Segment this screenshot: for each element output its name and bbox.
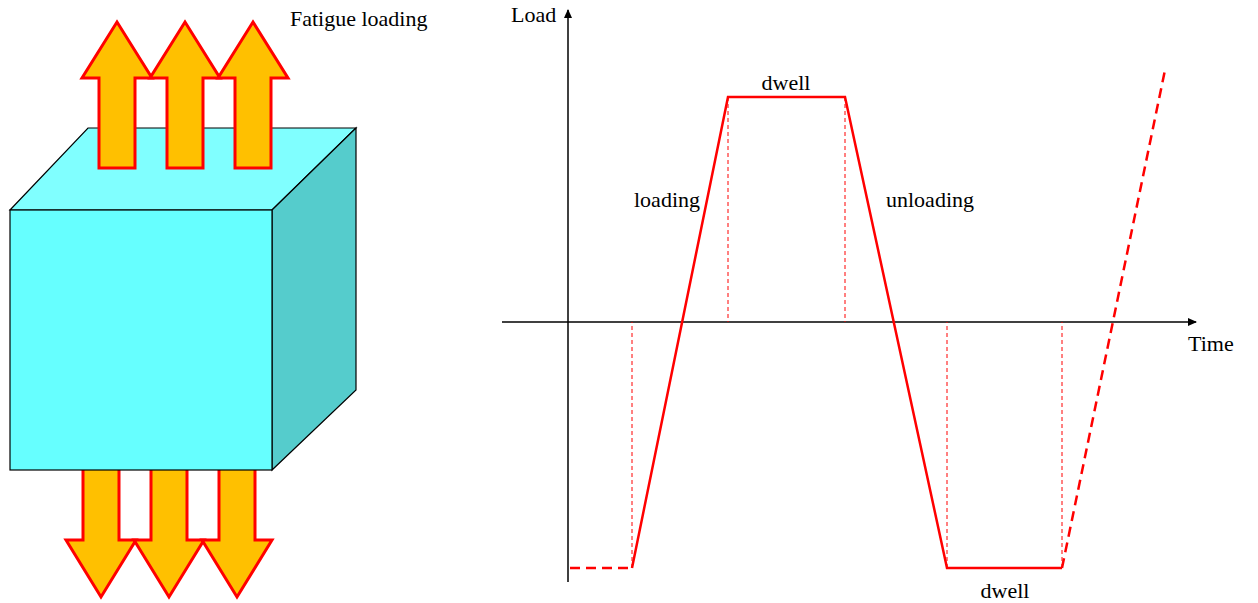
load-waveform bbox=[570, 70, 1165, 568]
guide-lines bbox=[632, 97, 1062, 568]
phase-label: dwell bbox=[762, 72, 811, 94]
phase-label: unloading bbox=[884, 189, 976, 211]
axis-label: Time bbox=[1188, 333, 1234, 355]
axis-label: Load bbox=[511, 4, 556, 26]
phase-label: loading bbox=[632, 189, 702, 211]
axes bbox=[502, 10, 1196, 582]
load-arrows-up bbox=[82, 22, 288, 168]
title-label: Fatigue loading bbox=[290, 8, 427, 30]
phase-label: dwell bbox=[981, 580, 1030, 602]
specimen-cube bbox=[10, 128, 356, 470]
